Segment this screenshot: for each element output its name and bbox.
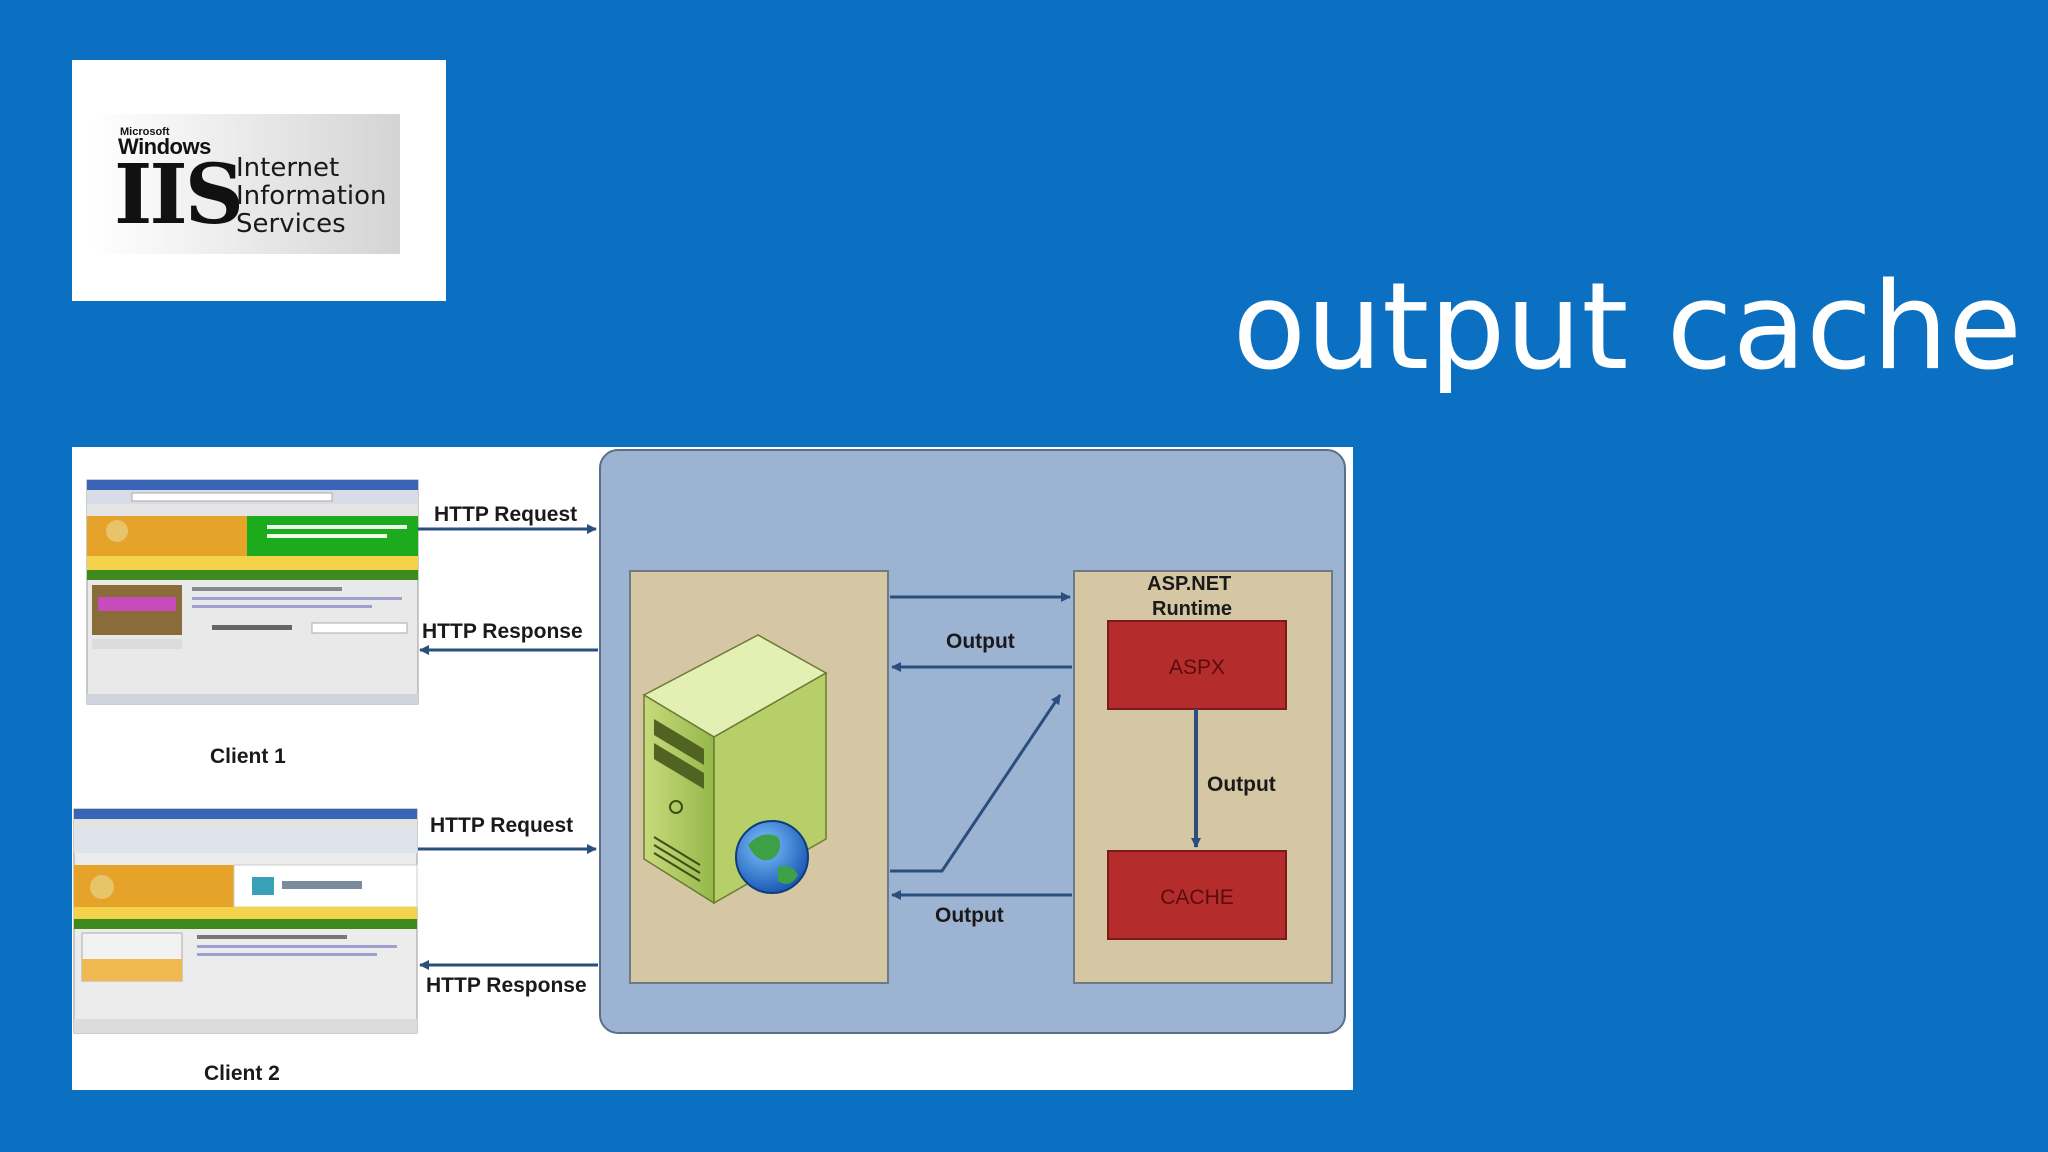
client-2-label: Client 2: [204, 1062, 280, 1085]
output-top-label: Output: [946, 630, 1015, 653]
logo-line-1: Internet: [236, 153, 340, 183]
http-response-2-label: HTTP Response: [426, 974, 587, 997]
output-cache-diagram: HTTP Request HTTP Response Client 1 HTTP…: [72, 447, 1353, 1090]
logo-line-2: Information: [236, 181, 387, 211]
logo-brand: Windows: [118, 134, 211, 159]
http-request-1-label: HTTP Request: [434, 503, 577, 526]
cache-label: CACHE: [1160, 886, 1234, 909]
http-request-2-label: HTTP Request: [430, 814, 573, 837]
slide-title: output cache: [1232, 258, 2022, 397]
aspx-label: ASPX: [1169, 656, 1225, 679]
client-2-browser: [73, 808, 418, 1034]
logo-line-3: Services: [236, 209, 346, 239]
second-request-arrow: [890, 694, 1062, 873]
output-bottom-label: Output: [935, 904, 1004, 927]
client-1-browser: [86, 479, 419, 705]
logo-mark: IIS: [114, 147, 244, 243]
globe-icon: [735, 820, 809, 894]
runtime-label-line-1: ASP.NET: [1147, 573, 1231, 595]
logo-company: Microsoft: [120, 126, 170, 138]
runtime-label: ASP.NET Runtime: [1147, 573, 1237, 620]
http-response-1-label: HTTP Response: [422, 620, 583, 643]
cache-block: [1107, 850, 1287, 940]
runtime-label-line-2: Runtime: [1152, 598, 1232, 620]
output-mid-label: Output: [1207, 773, 1276, 796]
client-1-label: Client 1: [210, 745, 286, 768]
iis-logo-card: Microsoft Windows IIS Internet Informati…: [72, 60, 446, 301]
diagram-canvas: HTTP Request HTTP Response Client 1 HTTP…: [73, 449, 1346, 1085]
iis-logo: Microsoft Windows IIS Internet Informati…: [92, 114, 400, 254]
